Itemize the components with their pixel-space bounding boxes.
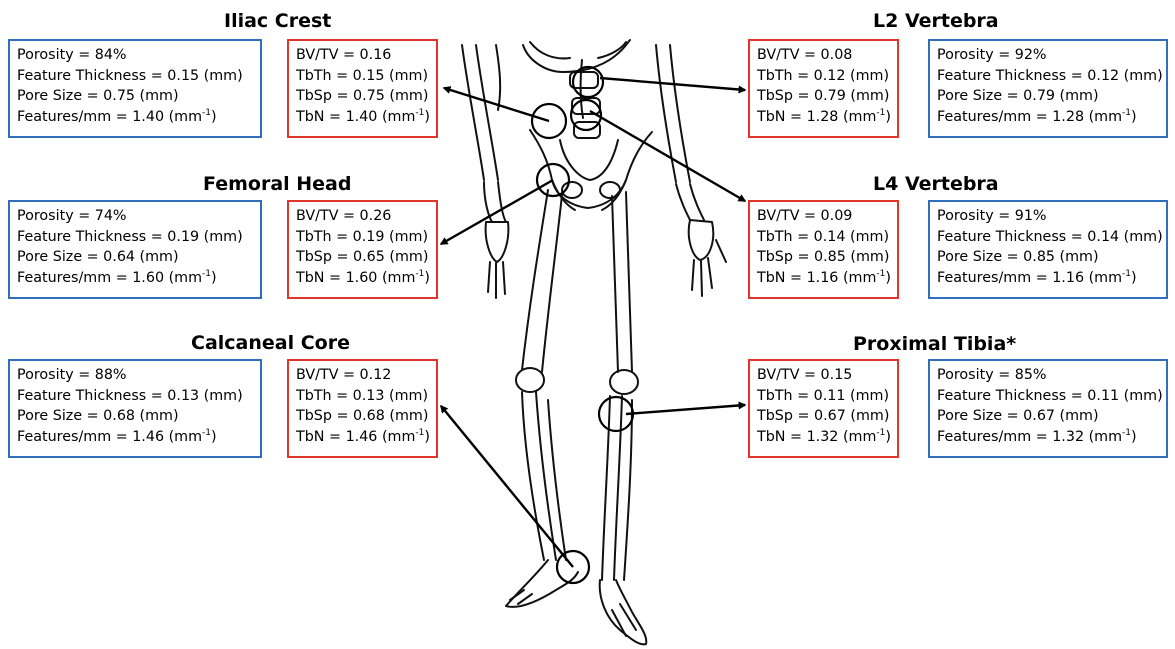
metric-line: BV/TV = 0.15 xyxy=(757,365,890,386)
metric-line-unit: TbN = 1.60 (mm-1) xyxy=(296,268,429,289)
metrics-box-l4-vertebra-bvtv: BV/TV = 0.09 TbTh = 0.14 (mm) TbSp = 0.8… xyxy=(748,200,899,299)
metric-line: BV/TV = 0.08 xyxy=(757,45,890,66)
metric-line-unit: TbN = 1.40 (mm-1) xyxy=(296,107,429,128)
metric-line-unit: TbN = 1.16 (mm-1) xyxy=(757,268,890,289)
arrow-proximal-tibia xyxy=(626,405,745,414)
title-calcaneal-core: Calcaneal Core xyxy=(191,332,350,354)
arrow-iliac-crest xyxy=(444,88,549,121)
metric-line: Feature Thickness = 0.12 (mm) xyxy=(937,66,1159,87)
metric-line: TbTh = 0.12 (mm) xyxy=(757,66,890,87)
metric-line-unit: Features/mm = 1.16 (mm-1) xyxy=(937,268,1159,289)
metric-line: Porosity = 92% xyxy=(937,45,1159,66)
metrics-box-proximal-tibia-porosity: Porosity = 85% Feature Thickness = 0.11 … xyxy=(928,359,1168,458)
title-femoral-head: Femoral Head xyxy=(203,173,351,195)
metric-line: Porosity = 88% xyxy=(17,365,253,386)
metric-line: BV/TV = 0.12 xyxy=(296,365,429,386)
metric-line: Feature Thickness = 0.11 (mm) xyxy=(937,386,1159,407)
metric-line: TbTh = 0.13 (mm) xyxy=(296,386,429,407)
metric-line-unit: Features/mm = 1.32 (mm-1) xyxy=(937,427,1159,448)
metrics-box-l2-vertebra-bvtv: BV/TV = 0.08 TbTh = 0.12 (mm) TbSp = 0.7… xyxy=(748,39,899,138)
metrics-box-femoral-head-porosity: Porosity = 74% Feature Thickness = 0.19 … xyxy=(8,200,262,299)
arrow-l2-vertebra xyxy=(600,78,745,90)
metric-line: Porosity = 91% xyxy=(937,206,1159,227)
metric-line: TbSp = 0.85 (mm) xyxy=(757,247,890,268)
metrics-box-femoral-head-bvtv: BV/TV = 0.26 TbTh = 0.19 (mm) TbSp = 0.6… xyxy=(287,200,438,299)
arrow-femoral-head xyxy=(441,180,553,244)
metric-line-unit: TbN = 1.32 (mm-1) xyxy=(757,427,890,448)
metric-line-unit: Features/mm = 1.28 (mm-1) xyxy=(937,107,1159,128)
metric-line: TbTh = 0.15 (mm) xyxy=(296,66,429,87)
metric-line: BV/TV = 0.16 xyxy=(296,45,429,66)
metric-line: Feature Thickness = 0.15 (mm) xyxy=(17,66,253,87)
metric-line: BV/TV = 0.26 xyxy=(296,206,429,227)
metric-line-unit: Features/mm = 1.60 (mm-1) xyxy=(17,268,253,289)
metric-line-unit: Features/mm = 1.40 (mm-1) xyxy=(17,107,253,128)
title-l4-vertebra: L4 Vertebra xyxy=(873,173,999,195)
metric-line-unit: TbN = 1.46 (mm-1) xyxy=(296,427,429,448)
metric-line: TbTh = 0.14 (mm) xyxy=(757,227,890,248)
metric-line: TbTh = 0.19 (mm) xyxy=(296,227,429,248)
metric-line: TbSp = 0.68 (mm) xyxy=(296,406,429,427)
metric-line: Pore Size = 0.85 (mm) xyxy=(937,247,1159,268)
metric-line: TbSp = 0.75 (mm) xyxy=(296,86,429,107)
metrics-box-l2-vertebra-porosity: Porosity = 92% Feature Thickness = 0.12 … xyxy=(928,39,1168,138)
metric-line: Porosity = 85% xyxy=(937,365,1159,386)
metric-line: TbSp = 0.67 (mm) xyxy=(757,406,890,427)
metric-line: TbSp = 0.65 (mm) xyxy=(296,247,429,268)
metric-line: Pore Size = 0.75 (mm) xyxy=(17,86,253,107)
title-proximal-tibia: Proximal Tibia* xyxy=(853,333,1016,355)
metric-line: Porosity = 74% xyxy=(17,206,253,227)
arrow-calcaneal-core xyxy=(441,406,573,567)
metric-line: Pore Size = 0.67 (mm) xyxy=(937,406,1159,427)
metrics-box-calcaneal-core-porosity: Porosity = 88% Feature Thickness = 0.13 … xyxy=(8,359,262,458)
metrics-box-calcaneal-core-bvtv: BV/TV = 0.12 TbTh = 0.13 (mm) TbSp = 0.6… xyxy=(287,359,438,458)
metrics-box-iliac-crest-porosity: Porosity = 84% Feature Thickness = 0.15 … xyxy=(8,39,262,138)
metric-line: Pore Size = 0.68 (mm) xyxy=(17,406,253,427)
metric-line: Feature Thickness = 0.19 (mm) xyxy=(17,227,253,248)
metric-line: Pore Size = 0.64 (mm) xyxy=(17,247,253,268)
title-iliac-crest: Iliac Crest xyxy=(224,10,331,32)
metric-line: Feature Thickness = 0.14 (mm) xyxy=(937,227,1159,248)
metric-line: BV/TV = 0.09 xyxy=(757,206,890,227)
metric-line: Pore Size = 0.79 (mm) xyxy=(937,86,1159,107)
metric-line-unit: TbN = 1.28 (mm-1) xyxy=(757,107,890,128)
metric-line-unit: Features/mm = 1.46 (mm-1) xyxy=(17,427,253,448)
metrics-box-proximal-tibia-bvtv: BV/TV = 0.15 TbTh = 0.11 (mm) TbSp = 0.6… xyxy=(748,359,899,458)
metric-line: TbTh = 0.11 (mm) xyxy=(757,386,890,407)
metric-line: Feature Thickness = 0.13 (mm) xyxy=(17,386,253,407)
metrics-box-iliac-crest-bvtv: BV/TV = 0.16 TbTh = 0.15 (mm) TbSp = 0.7… xyxy=(287,39,438,138)
metrics-box-l4-vertebra-porosity: Porosity = 91% Feature Thickness = 0.14 … xyxy=(928,200,1168,299)
title-l2-vertebra: L2 Vertebra xyxy=(873,10,999,32)
metric-line: Porosity = 84% xyxy=(17,45,253,66)
metric-line: TbSp = 0.79 (mm) xyxy=(757,86,890,107)
